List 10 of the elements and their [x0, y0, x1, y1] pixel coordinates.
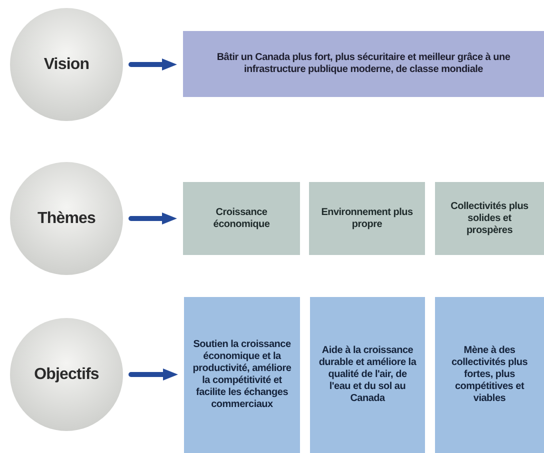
theme-box: Croissance économique [183, 182, 300, 255]
objective-box: Mène à des collectivités plus fortes, plus compétitives et viables [435, 297, 544, 453]
arrow [128, 58, 177, 70]
objective-box: Aide à la croissance durable et améliore la qualité de l'air, de l'eau et du sol au Canada [310, 297, 425, 453]
objective-box: Soutien la croissance économique et la productivité, améliore la compétitivité et facilite les échanges commerciaux [184, 297, 300, 453]
arrow [128, 368, 178, 380]
theme-box: Collectivités plus solides et prospères [435, 182, 544, 255]
vision-box: Bâtir un Canada plus fort, plus sécuritaire et meilleur grâce à une infrastructure publique moderne, de classe mondiale [183, 31, 544, 97]
arrow [128, 212, 177, 224]
theme-box: Environnement plus propre [309, 182, 425, 255]
